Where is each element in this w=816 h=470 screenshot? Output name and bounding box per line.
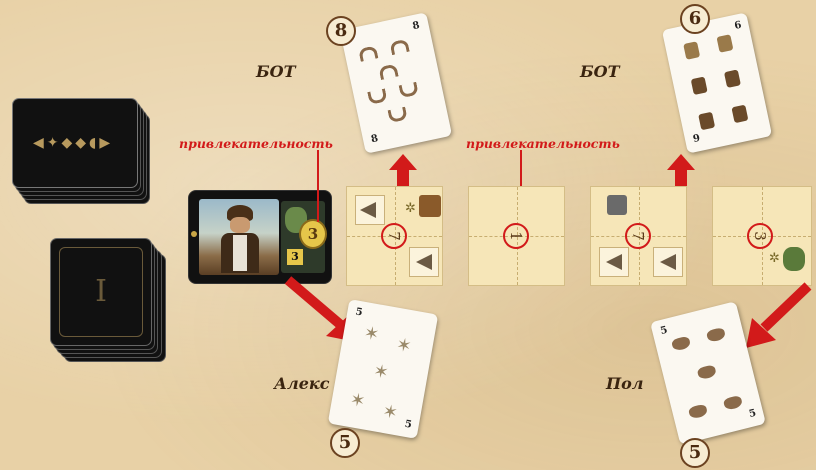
attractiveness-label-left: привлекательность bbox=[179, 136, 333, 151]
star-icon: ✶ bbox=[380, 400, 400, 425]
horseshoe-icon bbox=[389, 38, 410, 56]
horseshoe-icon bbox=[378, 63, 399, 81]
face-down-deck-bottom[interactable]: I bbox=[50, 238, 170, 368]
cactus-icon bbox=[723, 69, 741, 88]
character-value-coin: 3 bbox=[299, 219, 327, 249]
star-icon: ✶ bbox=[394, 334, 414, 358]
tile-value: 1 bbox=[503, 223, 529, 249]
player-card-pol-number: 5 bbox=[680, 438, 710, 468]
horseshoe-icon bbox=[398, 81, 419, 99]
attractiveness-label-right: привлекательность bbox=[466, 136, 620, 151]
deck-icon-row: ◀✦◆◆◖▶ bbox=[33, 135, 114, 151]
arrow-up-icon-head bbox=[389, 154, 417, 170]
arrow-up-icon bbox=[675, 168, 687, 186]
money-bag-icon bbox=[783, 247, 805, 271]
bot-label-right: БОТ bbox=[580, 62, 620, 81]
tile-marker-icon bbox=[409, 247, 439, 277]
character-portrait bbox=[199, 199, 279, 275]
tile-marker-icon bbox=[599, 247, 629, 277]
bot-card-left[interactable]: 8 8 bbox=[339, 12, 453, 154]
cactus-icon bbox=[683, 41, 701, 60]
market-tile-3[interactable]: 7 bbox=[590, 186, 687, 286]
bot-label-left: БОТ bbox=[256, 62, 296, 81]
cactus-icon bbox=[690, 76, 708, 96]
market-tile-4[interactable]: ✲ 3 bbox=[712, 186, 812, 286]
bot-card-right-number: 6 bbox=[680, 4, 710, 34]
arrow-up-icon-head bbox=[667, 154, 695, 170]
card-corner-number: 9 bbox=[692, 132, 702, 146]
bull-icon bbox=[687, 403, 709, 420]
character-badge: 3 bbox=[287, 249, 303, 265]
card-corner-number: 5 bbox=[747, 407, 758, 421]
bull-icon bbox=[696, 364, 717, 381]
bull-icon bbox=[705, 326, 727, 343]
arrow-down-left-icon bbox=[746, 282, 812, 348]
horseshoe-icon bbox=[358, 45, 379, 62]
market-tile-2[interactable]: 1 bbox=[468, 186, 565, 286]
machine-icon bbox=[607, 195, 627, 215]
tile-value: 7 bbox=[625, 223, 651, 249]
tile-marker-icon bbox=[653, 247, 683, 277]
star-icon: ✶ bbox=[362, 322, 381, 346]
card-corner-number: 6 bbox=[733, 19, 743, 32]
player-card-alex-number: 5 bbox=[330, 428, 360, 458]
tile-value: 7 bbox=[381, 223, 407, 249]
bull-icon bbox=[670, 335, 692, 352]
bot-card-left-number: 8 bbox=[326, 16, 356, 46]
cactus-icon bbox=[731, 104, 749, 124]
star-icon: ✶ bbox=[371, 360, 391, 384]
face-down-deck-top[interactable]: ◀✦◆◆◖▶ bbox=[12, 98, 152, 213]
player-label-alex: Алекс bbox=[274, 374, 330, 393]
market-tile-1[interactable]: ✲ 7 bbox=[346, 186, 443, 286]
horseshoe-icon bbox=[367, 88, 388, 105]
card-corner-number: 5 bbox=[403, 418, 413, 431]
horseshoe-icon bbox=[387, 106, 408, 124]
gear-icon: ✲ bbox=[405, 201, 416, 216]
goods-icon bbox=[419, 195, 441, 217]
player-label-pol: Пол bbox=[606, 374, 644, 393]
deck-emblem-icon: I bbox=[95, 274, 107, 309]
gear-icon: ✲ bbox=[769, 251, 780, 266]
tile-marker-icon bbox=[355, 195, 385, 225]
card-corner-number: 8 bbox=[411, 19, 421, 33]
arrow-up-icon bbox=[397, 168, 409, 186]
tile-value: 3 bbox=[747, 223, 773, 249]
bull-icon bbox=[722, 394, 744, 411]
card-corner-number: 8 bbox=[370, 133, 380, 146]
cactus-icon bbox=[716, 34, 734, 53]
bot-card-right[interactable]: 6 9 bbox=[661, 12, 773, 154]
card-corner-number: 5 bbox=[354, 306, 364, 319]
star-icon: ✶ bbox=[348, 388, 367, 413]
card-corner-number: 5 bbox=[659, 324, 669, 338]
character-badge-value: 3 bbox=[291, 250, 299, 263]
cactus-icon bbox=[698, 111, 716, 131]
